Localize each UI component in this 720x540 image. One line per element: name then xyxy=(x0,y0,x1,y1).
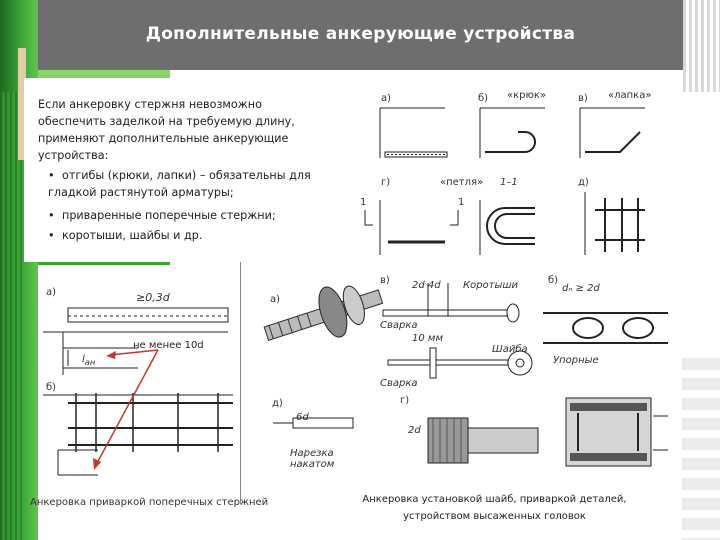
label-v: в) xyxy=(578,93,588,104)
loop-label: «петля» xyxy=(440,177,484,188)
anchor-hook-diagram xyxy=(340,80,680,260)
dim-2d4d: 2d 4d xyxy=(412,280,441,291)
svarka-label-2: Сварка xyxy=(380,378,418,389)
anchor-length-sub: ан xyxy=(84,357,96,367)
bullet-text: коротыши, шайбы и др. xyxy=(62,229,203,242)
svarka-label: Сварка xyxy=(380,320,418,331)
washer-diameter: dₙ ≥ 2d xyxy=(562,283,600,294)
label-b: б) xyxy=(478,93,489,104)
right-label-v: в) xyxy=(380,275,390,286)
left-label-a: а) xyxy=(46,287,57,298)
label-a: а) xyxy=(381,93,392,104)
section-mark-right: 1 xyxy=(458,197,465,208)
min-length-note: не менее 10d xyxy=(133,340,204,351)
upornye-label: Упорные xyxy=(553,355,599,366)
top-right-stripe-decoration xyxy=(683,0,720,92)
bullet-item: •отгибы (крюки, лапки) – обязательны для… xyxy=(48,169,311,199)
label-d: д) xyxy=(578,177,589,188)
welded-anchor-diagram xyxy=(38,280,238,485)
dim-10mm: 10 мм xyxy=(412,333,443,344)
text-panel xyxy=(24,78,334,262)
slide-title: Дополнительные анкерующие устройства xyxy=(145,24,576,44)
left-stripe-decoration xyxy=(0,92,22,540)
shaiba-label: Шайба xyxy=(492,344,528,355)
divider-line xyxy=(240,262,241,504)
hook-label: «крюк» xyxy=(507,90,547,101)
dim-2d: 2d xyxy=(408,425,421,436)
washer-anchor-diagram xyxy=(248,268,680,483)
title-bar xyxy=(38,0,683,70)
right-label-b: б) xyxy=(548,275,559,286)
anchor-length: lан xyxy=(82,354,95,367)
section-label: 1–1 xyxy=(500,177,518,188)
bullet-text: приваренные поперечные стержни; xyxy=(62,209,276,222)
paw-label: «лапка» xyxy=(608,90,652,101)
anchor-length-symbol: l xyxy=(82,354,85,365)
narezka-label: Нарезка накатом xyxy=(290,448,335,470)
dim-6d: 6d xyxy=(296,412,309,423)
bullet-item: •приваренные поперечные стержни; xyxy=(48,209,276,222)
dim-top: ≥0,3d xyxy=(136,291,170,304)
right-label-g: г) xyxy=(400,395,410,406)
left-caption: Анкеровка приваркой поперечных стержней xyxy=(30,497,269,508)
intro-text: Если анкеровку стержня невозможно обеспе… xyxy=(38,98,295,162)
bottom-right-stripe-decoration xyxy=(682,358,720,540)
right-label-a: а) xyxy=(270,294,281,305)
right-label-d: д) xyxy=(272,398,283,409)
right-caption: Анкеровка установкой шайб, приваркой дет… xyxy=(362,494,627,522)
label-g: г) xyxy=(381,177,391,188)
bullet-text: отгибы (крюки, лапки) – обязательны для … xyxy=(48,169,311,199)
left-label-b: б) xyxy=(46,382,57,393)
korotysh-label: Коротыши xyxy=(463,280,519,291)
bullet-item: •коротыши, шайбы и др. xyxy=(48,229,203,242)
tan-accent-bar xyxy=(18,48,26,160)
section-mark-left: 1 xyxy=(360,197,367,208)
